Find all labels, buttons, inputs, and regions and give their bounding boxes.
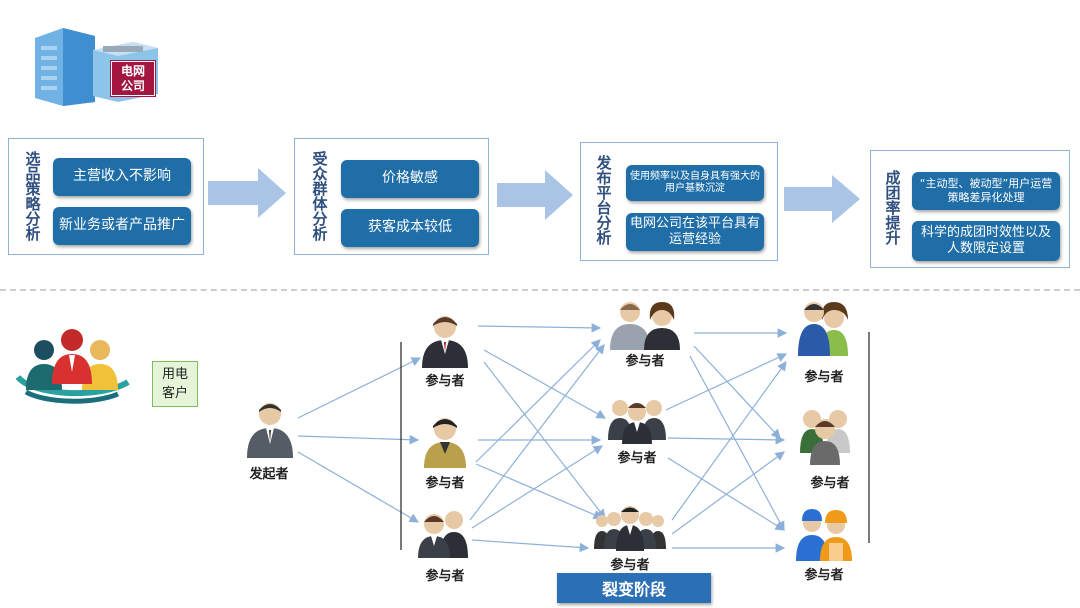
panel-item: 价格敏感 [341,160,479,198]
flow-arrow-icon [784,175,860,223]
panel-title: 选品策略分析 [25,150,41,243]
panel-audience: 受众群体分析 价格敏感 获客成本较低 [294,138,489,255]
panel-item: 使用频率以及自身具有强大的用户基数沉淀 [626,165,764,201]
participants-group-icon [800,410,850,465]
participant-label: 参与者 [425,569,465,584]
panel-platform: 发布平台分析 使用频率以及自身具有强大的用户基数沉淀 电网公司在该平台具有运营经… [580,142,778,261]
panel-item: 电网公司在该平台具有运营经验 [626,213,764,251]
panel-item: 科学的成团时效性以及人数限定设置 [912,221,1060,261]
client-label-box: 用电 客户 [152,361,198,407]
participant-person-icon [422,316,468,368]
customers-group-icon [15,329,130,404]
panel-title: 成团率提升 [885,169,901,247]
participant-person-icon [424,418,466,468]
panel-title: 受众群体分析 [312,150,328,243]
badge-line1: 电网 [120,63,145,78]
panel-group-rate: 成团率提升 “主动型、被动型”用户运营策略差异化处理 科学的成团时效性以及人数限… [870,150,1070,268]
badge-line2: 公司 [120,78,145,93]
stage-banner: 裂变阶段 [557,573,711,603]
panel-item: 获客成本较低 [341,209,479,247]
panel-product-selection: 选品策略分析 主营收入不影响 新业务或者产品推广 [8,138,204,255]
flow-arrow-icon [497,170,573,220]
participant-label: 参与者 [804,568,844,583]
participants-pair-icon [610,302,680,350]
participants-pair-icon [418,511,468,558]
participants-crowd-icon [594,506,666,551]
panel-title: 发布平台分析 [596,154,612,247]
participant-label: 参与者 [804,370,844,385]
panel-item: 新业务或者产品推广 [53,207,191,245]
client-label-line2: 客户 [161,386,188,401]
workers-pair-icon [796,509,852,561]
panel-item: 主营收入不影响 [53,158,191,196]
participant-label: 参与者 [625,354,665,369]
participant-label: 参与者 [425,374,465,389]
initiator-person-icon [247,403,293,458]
participant-label: 参与者 [610,558,650,573]
flow-arrow-icon [208,168,286,218]
participant-label: 参与者 [810,476,850,491]
initiator-label: 发起者 [249,467,289,482]
participants-group-icon [608,400,666,444]
panel-item: “主动型、被动型”用户运营策略差异化处理 [912,172,1060,210]
participant-label: 参与者 [425,476,465,491]
participants-pair-icon [798,302,848,356]
participant-label: 参与者 [617,451,657,466]
company-badge: 电网 公司 [111,61,155,96]
client-label-line1: 用电 [161,367,188,382]
section-divider [0,289,1080,291]
